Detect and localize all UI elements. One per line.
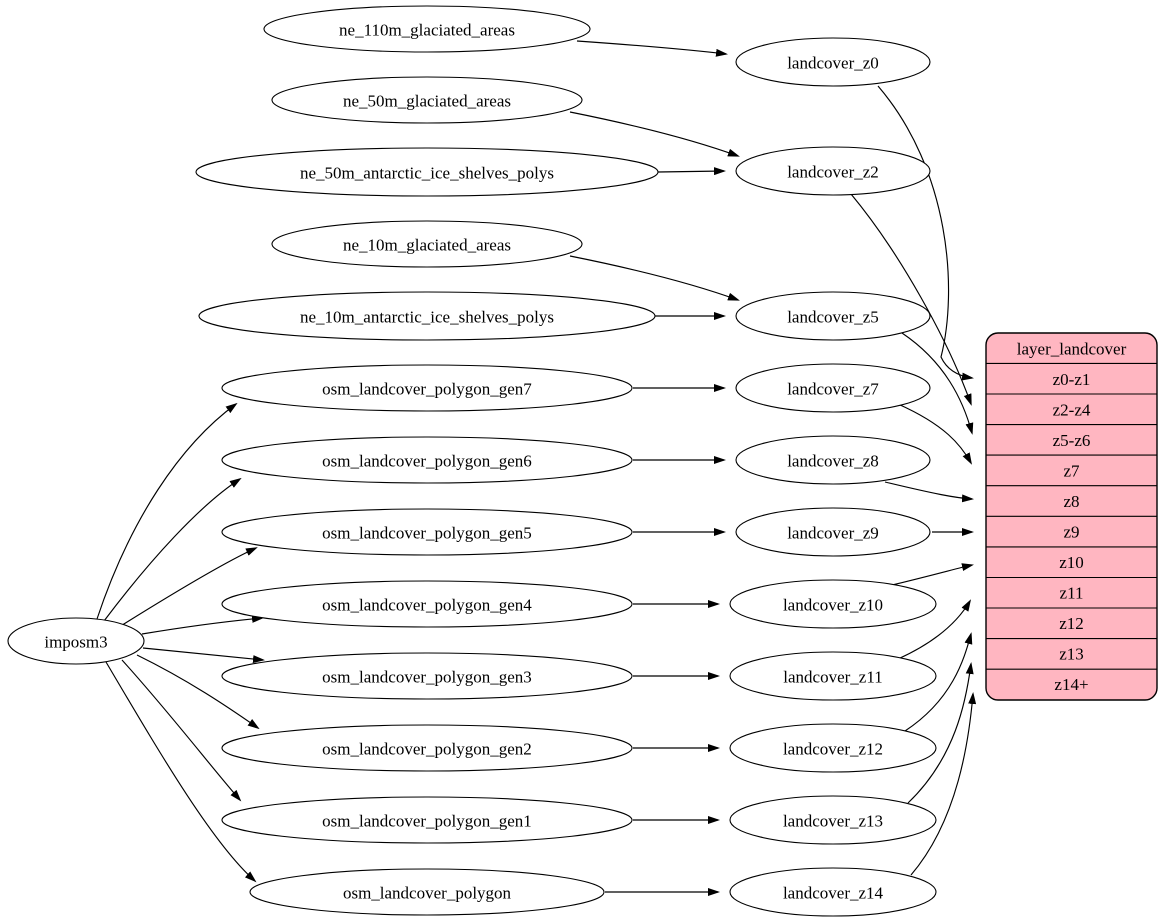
edge-imposm3-to-gen6 — [103, 477, 242, 622]
record-row-z2-z4: z2-z4 — [1053, 401, 1091, 420]
edge-landcover-z2-to-row-z2-z4 — [850, 193, 972, 406]
node-osm-landcover-polygon: osm_landcover_polygon — [249, 868, 605, 916]
node-landcover-z11-label: landcover_z11 — [783, 668, 882, 687]
node-landcover-z12: landcover_z12 — [729, 723, 937, 773]
node-layer-landcover: layer_landcover z0-z1 z2-z4 z5-z6 z7 z8 … — [985, 332, 1158, 701]
edge-landcover-z14-to-row-z14 — [910, 692, 977, 876]
node-landcover-z9: landcover_z9 — [735, 507, 931, 557]
edge-imposm3-to-gen7 — [96, 402, 238, 620]
edge-landcover-z5-to-row-z5-z6 — [901, 332, 974, 435]
node-landcover-z5: landcover_z5 — [735, 291, 931, 341]
node-landcover-z9-label: landcover_z9 — [787, 524, 879, 543]
node-ne-50m-glaciated-areas-label: ne_50m_glaciated_areas — [343, 92, 511, 111]
node-ne-110m-glaciated-areas-label: ne_110m_glaciated_areas — [339, 21, 515, 40]
record-row-z13: z13 — [1059, 645, 1084, 664]
edge-landcover-z11-to-row-z11 — [897, 599, 972, 660]
edge-imposm3-to-osm-landcover-polygon — [105, 661, 257, 883]
node-ne-10m-glaciated-areas: ne_10m_glaciated_areas — [271, 220, 583, 268]
node-osm-landcover-polygon-gen4: osm_landcover_polygon_gen4 — [221, 580, 633, 628]
node-ne-10m-glaciated-areas-label: ne_10m_glaciated_areas — [343, 236, 511, 255]
edge-ne-50m-antarctic-ice-shelves-polys-to-landcover-z2 — [657, 167, 726, 176]
node-osm-landcover-polygon-gen7: osm_landcover_polygon_gen7 — [221, 364, 633, 412]
node-osm-landcover-polygon-gen6-label: osm_landcover_polygon_gen6 — [322, 452, 532, 471]
node-landcover-z14: landcover_z14 — [729, 867, 937, 917]
node-osm-landcover-polygon-label: osm_landcover_polygon — [343, 884, 512, 903]
edge-landcover-z8-to-row-z8 — [884, 481, 974, 503]
node-osm-landcover-polygon-gen6: osm_landcover_polygon_gen6 — [221, 436, 633, 484]
record-row-z9: z9 — [1063, 523, 1079, 542]
node-ne-10m-antarctic-ice-shelves-polys: ne_10m_antarctic_ice_shelves_polys — [198, 291, 656, 341]
edges — [96, 40, 977, 896]
record-row-z0-z1: z0-z1 — [1053, 370, 1091, 389]
edge-imposm3-to-gen3 — [142, 647, 265, 664]
node-landcover-z14-label: landcover_z14 — [783, 884, 884, 903]
record-row-z14: z14+ — [1054, 675, 1088, 694]
node-landcover-z13-label: landcover_z13 — [783, 812, 883, 831]
node-osm-landcover-polygon-gen5: osm_landcover_polygon_gen5 — [221, 508, 633, 556]
node-landcover-z10: landcover_z10 — [729, 579, 937, 629]
node-landcover-z5-label: landcover_z5 — [787, 308, 879, 327]
edge-landcover-z7-to-row-z7 — [897, 403, 972, 465]
record-row-z8: z8 — [1063, 492, 1079, 511]
node-osm-landcover-polygon-gen5-label: osm_landcover_polygon_gen5 — [322, 524, 532, 543]
edge-ne-50m-glaciated-areas-to-landcover-z2 — [569, 111, 740, 157]
edge-ne-10m-glaciated-areas-to-landcover-z5 — [569, 255, 740, 301]
node-ne-50m-glaciated-areas: ne_50m_glaciated_areas — [271, 76, 583, 124]
node-ne-50m-antarctic-ice-shelves-polys-label: ne_50m_antarctic_ice_shelves_polys — [300, 164, 554, 183]
node-landcover-z0-label: landcover_z0 — [787, 54, 879, 73]
node-landcover-z8: landcover_z8 — [735, 435, 931, 485]
node-landcover-z8-label: landcover_z8 — [787, 452, 879, 471]
record-row-z5-z6: z5-z6 — [1053, 431, 1091, 450]
node-osm-landcover-polygon-gen3-label: osm_landcover_polygon_gen3 — [322, 668, 532, 687]
edge-imposm3-to-gen4 — [141, 614, 264, 635]
node-osm-landcover-polygon-gen1: osm_landcover_polygon_gen1 — [221, 796, 633, 844]
record-title: layer_landcover — [1017, 340, 1127, 359]
node-landcover-z12-label: landcover_z12 — [783, 740, 883, 759]
node-landcover-z11: landcover_z11 — [729, 651, 937, 701]
edge-ne-110m-glaciated-areas-to-landcover-z0 — [576, 40, 728, 57]
node-osm-landcover-polygon-gen2-label: osm_landcover_polygon_gen2 — [322, 740, 532, 759]
node-landcover-z7-label: landcover_z7 — [787, 380, 879, 399]
edge-imposm3-to-gen5 — [118, 547, 258, 628]
edge-imposm3-to-gen1 — [121, 659, 242, 802]
edge-imposm3-to-gen2 — [136, 654, 260, 730]
record-row-z10: z10 — [1059, 553, 1084, 572]
node-imposm3: imposm3 — [7, 617, 145, 665]
record-row-z7: z7 — [1063, 462, 1080, 481]
node-ne-10m-antarctic-ice-shelves-polys-label: ne_10m_antarctic_ice_shelves_polys — [300, 308, 554, 327]
node-landcover-z10-label: landcover_z10 — [783, 596, 883, 615]
node-osm-landcover-polygon-gen7-label: osm_landcover_polygon_gen7 — [322, 380, 532, 399]
edge-landcover-z10-to-row-z10 — [887, 563, 974, 587]
node-landcover-z2: landcover_z2 — [735, 146, 931, 196]
node-landcover-z7: landcover_z7 — [735, 363, 931, 413]
edge-landcover-z13-to-row-z13 — [907, 662, 974, 804]
node-osm-landcover-polygon-gen4-label: osm_landcover_polygon_gen4 — [322, 596, 532, 615]
node-landcover-z13: landcover_z13 — [729, 795, 937, 845]
node-osm-landcover-polygon-gen2: osm_landcover_polygon_gen2 — [221, 724, 633, 772]
edge-landcover-z0-to-row-z0-z1 — [877, 85, 974, 381]
node-imposm3-label: imposm3 — [44, 633, 107, 652]
node-osm-landcover-polygon-gen1-label: osm_landcover_polygon_gen1 — [322, 812, 532, 831]
node-landcover-z0: landcover_z0 — [735, 37, 931, 87]
node-osm-landcover-polygon-gen3: osm_landcover_polygon_gen3 — [221, 652, 633, 700]
node-landcover-z2-label: landcover_z2 — [787, 163, 879, 182]
record-row-z11: z11 — [1060, 584, 1084, 603]
edge-landcover-z12-to-row-z12 — [904, 632, 973, 732]
node-ne-110m-glaciated-areas: ne_110m_glaciated_areas — [263, 5, 591, 53]
node-ne-50m-antarctic-ice-shelves-polys: ne_50m_antarctic_ice_shelves_polys — [195, 147, 659, 197]
record-row-z12: z12 — [1059, 614, 1084, 633]
